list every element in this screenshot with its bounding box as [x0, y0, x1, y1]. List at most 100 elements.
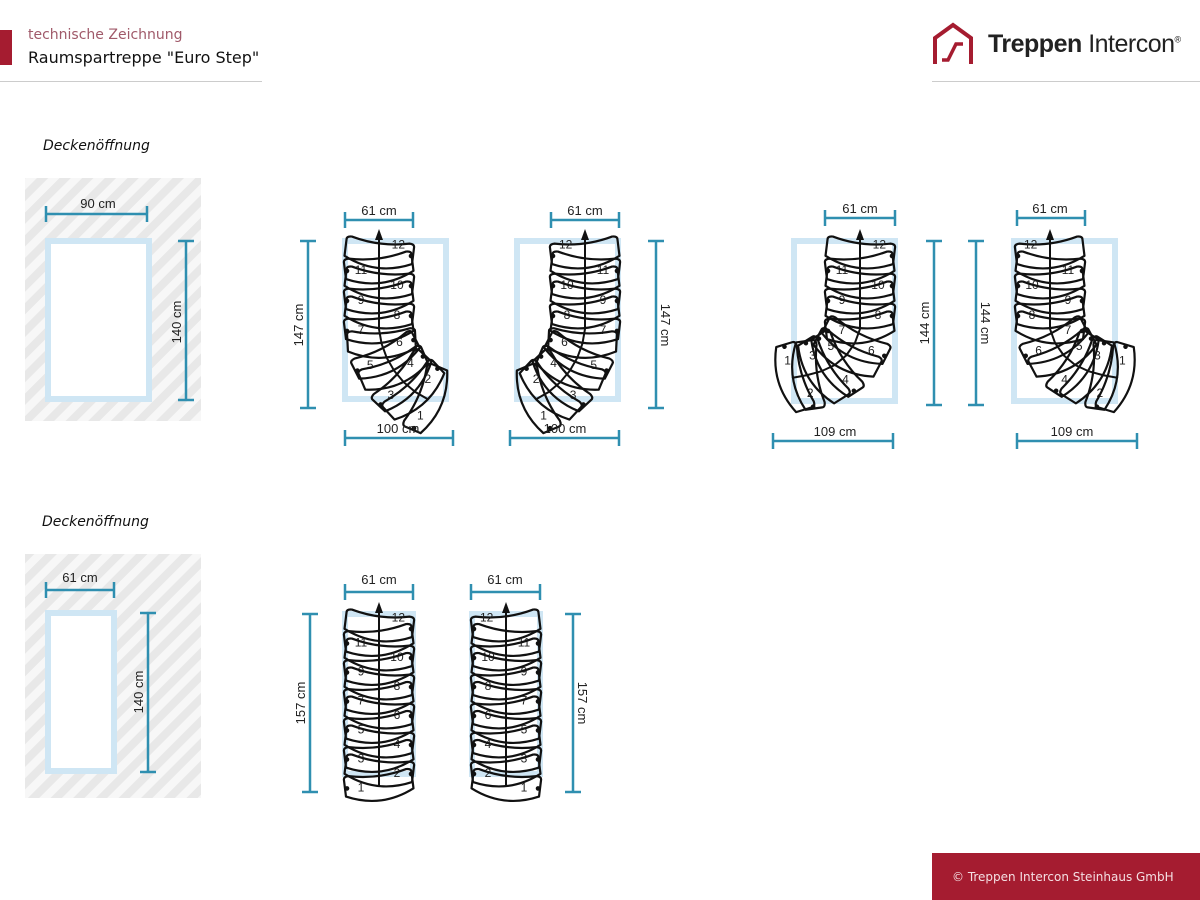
- step-number: 3: [521, 752, 528, 766]
- step-number: 8: [394, 679, 401, 693]
- step-number: 1: [417, 409, 424, 423]
- logo-divider: [932, 81, 1200, 82]
- stair5-width-label: 61 cm: [361, 572, 396, 587]
- stair4-footprint-label: 109 cm: [1051, 424, 1094, 439]
- step-number: 3: [388, 388, 395, 402]
- step-number: 1: [358, 781, 365, 795]
- stair4-width-dim: [1015, 210, 1087, 226]
- stair3-length-dim: [926, 239, 942, 407]
- step-number: 1: [1119, 353, 1126, 367]
- step-number: 12: [392, 610, 406, 624]
- step-number: 4: [407, 356, 414, 370]
- step-number: 5: [590, 358, 597, 372]
- stair1-length-label: 147 cm: [291, 304, 306, 347]
- stair1-width-dim: [343, 212, 415, 228]
- step-number: 4: [394, 737, 401, 751]
- house-stair-icon: [933, 22, 973, 64]
- step-number: 7: [358, 323, 365, 337]
- opening2-width-label: 61 cm: [62, 570, 97, 585]
- section1-label: Deckenöffnung: [43, 138, 150, 154]
- step-number: 5: [521, 723, 528, 737]
- opening1-length-label: 140 cm: [169, 301, 184, 344]
- stair2-footprint-dim: [508, 430, 621, 446]
- stair1-footprint-dim: [343, 430, 455, 446]
- stair5-length-label: 157 cm: [293, 682, 308, 725]
- logo-text: Treppen Intercon®: [988, 29, 1181, 58]
- header-divider: [0, 81, 262, 82]
- step-dot: [344, 786, 350, 791]
- step-number: 1: [784, 353, 791, 367]
- header-subtitle: technische Zeichnung: [28, 27, 183, 43]
- page-title: Raumspartreppe "Euro Step": [28, 48, 260, 67]
- opening1-length-dim: [178, 239, 194, 402]
- step-number: 5: [367, 358, 374, 372]
- arrow-up-icon: [856, 229, 864, 240]
- stair4-length-label: 144 cm: [978, 302, 993, 345]
- stair6-length-dim: [565, 612, 581, 794]
- stair3-length-label: 144 cm: [917, 302, 932, 345]
- stair-openings: [342, 238, 1118, 777]
- stair3-width-label: 61 cm: [842, 201, 877, 216]
- step-dot: [881, 353, 887, 359]
- step-number: 3: [809, 349, 816, 363]
- step-dot: [851, 388, 857, 394]
- step-dot: [1023, 353, 1029, 359]
- stair5-length-dim: [302, 612, 318, 794]
- stair2-length-label: 147 cm: [658, 304, 673, 347]
- opening2-length-dim: [140, 611, 156, 774]
- step-dot: [782, 344, 787, 349]
- stair4-length-dim: [968, 239, 984, 407]
- step-number: 9: [521, 665, 528, 679]
- stair1-footprint-label: 100 cm: [377, 421, 420, 436]
- step-number: 10: [390, 650, 404, 664]
- arrow-up-icon: [375, 229, 383, 240]
- step-number: 4: [842, 373, 849, 387]
- step-number: 7: [1065, 323, 1072, 337]
- stair-step: [820, 315, 892, 365]
- step-number: 7: [521, 694, 528, 708]
- step-number: 6: [561, 335, 568, 349]
- step-number: 12: [559, 237, 573, 251]
- step-number: 5: [827, 339, 834, 353]
- step-number: 6: [394, 708, 401, 722]
- step-number: 1: [521, 781, 528, 795]
- arrow-up-icon: [375, 602, 383, 613]
- stair1-width-label: 61 cm: [361, 203, 396, 218]
- step-dot: [411, 425, 417, 431]
- step-number: 6: [396, 335, 403, 349]
- step-dot: [1123, 344, 1128, 349]
- stair1-length-dim: [300, 239, 316, 410]
- walking-line: [791, 232, 861, 379]
- step-number: 12: [1024, 237, 1038, 251]
- step-number: 12: [392, 237, 406, 251]
- arrow-up-icon: [1046, 229, 1054, 240]
- stair-step: [1018, 315, 1090, 365]
- step-number: 2: [533, 372, 540, 386]
- stair-step: [470, 767, 543, 802]
- walking-line: [1049, 232, 1119, 379]
- step-number: 4: [1061, 373, 1068, 387]
- step-number: 12: [480, 610, 494, 624]
- step-dot: [1053, 388, 1059, 394]
- step-number: 4: [550, 356, 557, 370]
- arrow-up-icon: [581, 229, 589, 240]
- step-number: 1: [540, 409, 547, 423]
- stair3-footprint-dim: [771, 433, 895, 449]
- ceiling-opening-2: [25, 554, 201, 798]
- step-dot: [535, 786, 541, 791]
- stair4-width-label: 61 cm: [1032, 201, 1067, 216]
- stair6-length-label: 157 cm: [575, 682, 590, 725]
- stair-step: [402, 362, 449, 435]
- walking-line: [378, 232, 429, 401]
- section2-label: Deckenöffnung: [42, 514, 149, 530]
- stair3-footprint-label: 109 cm: [814, 424, 857, 439]
- header-accent-bar: [0, 30, 12, 65]
- opening1-width-dim: [44, 206, 149, 222]
- step-number: 11: [518, 636, 531, 650]
